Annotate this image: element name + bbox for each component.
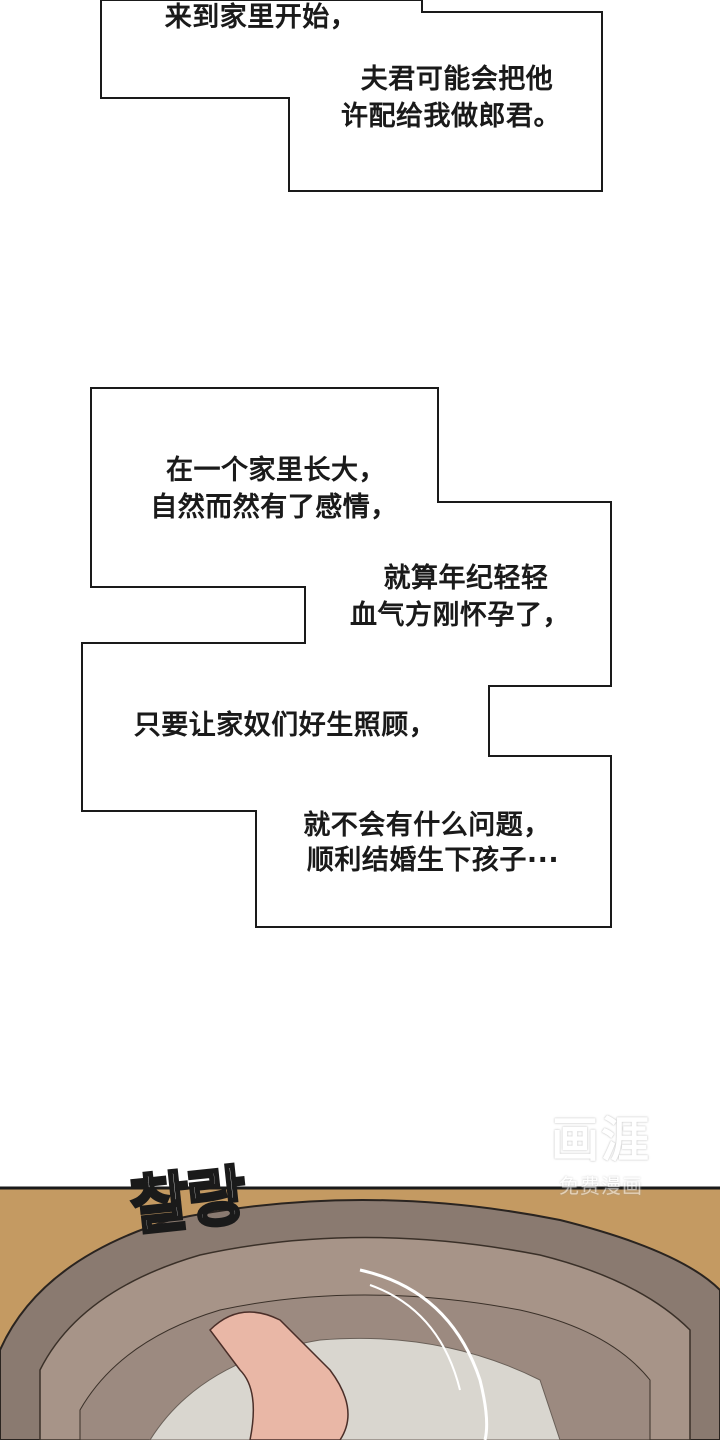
bubble-main-line-2: 自然而然有了感情， — [150, 492, 398, 523]
sound-effect-text: 찰랑 — [126, 1158, 250, 1246]
watermark-logo: 画涯 免费漫画 — [536, 1100, 666, 1200]
bubble-main-line-1: 在一个家里长大， — [166, 455, 386, 486]
bowl-illustration — [0, 1186, 720, 1440]
watermark-subtitle: 免费漫画 — [559, 1174, 643, 1198]
bubble-main-line-4: 血气方刚怀孕了， — [350, 600, 570, 631]
bubble-main-line-7: 顺利结婚生下孩子··· — [306, 845, 560, 876]
watermark-title: 画涯 — [550, 1112, 651, 1168]
bubble-main-line-5: 只要让家奴们好生照顾， — [133, 710, 437, 741]
bubble-main-line-3: 就算年纪轻轻 — [383, 563, 549, 594]
bubble-main-line-6: 就不会有什么问题， — [303, 810, 551, 841]
bubble-top-line-1: 来到家里开始， — [164, 2, 358, 33]
bubble-top-line-2: 夫君可能会把他 — [360, 64, 554, 95]
bubble-top-line-3: 许配给我做郎君。 — [341, 101, 561, 132]
